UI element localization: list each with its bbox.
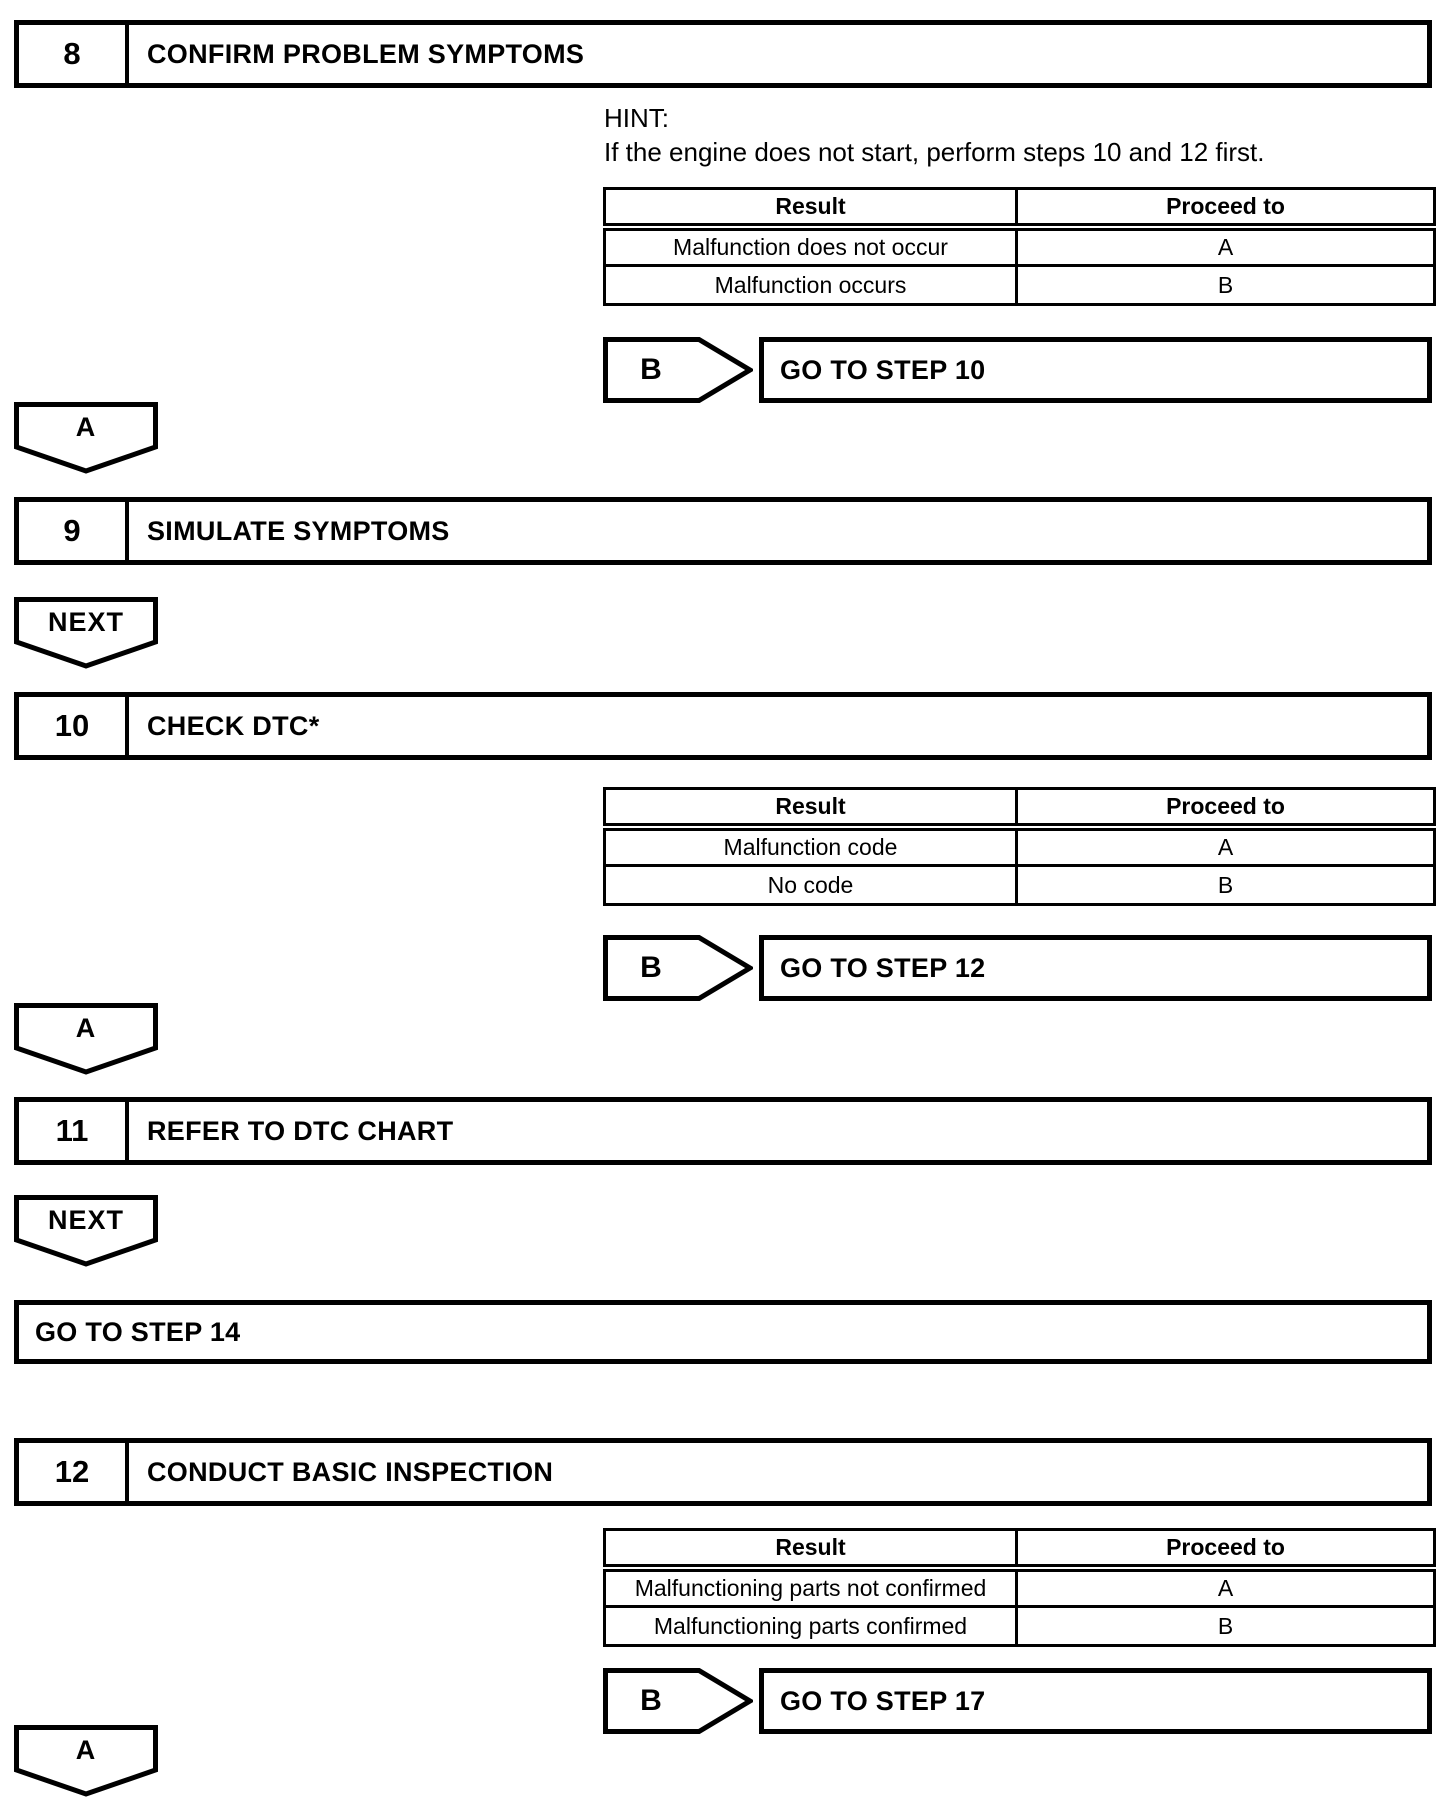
- connector-a: A: [14, 402, 158, 474]
- branch-letter: B: [640, 951, 662, 984]
- proceed-cell: B: [1015, 264, 1436, 306]
- connector-label: A: [75, 411, 97, 442]
- step-number: 10: [19, 697, 129, 755]
- down-pentagon-icon: [14, 1725, 158, 1797]
- down-pentagon-icon: [14, 402, 158, 474]
- result-column-header: Result: [603, 787, 1018, 831]
- proceed-column-header: Proceed to: [1015, 187, 1436, 231]
- connector-label: A: [75, 1012, 97, 1043]
- result-cell: Malfunction code: [603, 825, 1018, 867]
- branch-b-arrow-icon: [603, 337, 753, 403]
- connector-label: NEXT: [47, 606, 124, 637]
- table-header-row: Result Proceed to: [603, 787, 1436, 831]
- connector-a: A: [14, 1725, 158, 1797]
- result-table-step-12: Result Proceed to Malfunctioning parts n…: [603, 1528, 1436, 1647]
- step-title: REFER TO DTC CHART: [147, 1115, 454, 1146]
- step-number: 12: [19, 1443, 129, 1501]
- branch-b-arrow-icon: [603, 935, 753, 1001]
- step-number: 11: [19, 1102, 129, 1160]
- branch-letter: B: [640, 353, 662, 386]
- result-column-header: Result: [603, 187, 1018, 231]
- result-column-header: Result: [603, 1528, 1018, 1572]
- proceed-column-header: Proceed to: [1015, 787, 1436, 831]
- step-number: 8: [19, 25, 129, 83]
- step-title: SIMULATE SYMPTOMS: [147, 515, 450, 546]
- table-row: Malfunction code A: [603, 825, 1436, 867]
- down-pentagon-icon: [14, 597, 158, 669]
- branch-row-b-step-12: B GO TO STEP 12: [0, 935, 1456, 1001]
- proceed-cell: B: [1015, 1605, 1436, 1647]
- connector-label: A: [75, 1734, 97, 1765]
- hint-block: HINT: If the engine does not start, perf…: [604, 101, 1265, 169]
- connector-label: NEXT: [47, 1204, 124, 1235]
- step-8-header: 8 CONFIRM PROBLEM SYMPTOMS: [14, 20, 1432, 88]
- step-12-header: 12 CONDUCT BASIC INSPECTION: [14, 1438, 1432, 1506]
- connector-a: A: [14, 1003, 158, 1075]
- connector-next: NEXT: [14, 597, 158, 669]
- proceed-cell: A: [1015, 225, 1436, 267]
- result-cell: No code: [603, 864, 1018, 906]
- connector-next: NEXT: [14, 1195, 158, 1267]
- step-title: CONDUCT BASIC INSPECTION: [147, 1456, 554, 1487]
- result-table-step-8: Result Proceed to Malfunction does not o…: [603, 187, 1436, 306]
- table-row: Malfunctioning parts not confirmed A: [603, 1566, 1436, 1608]
- branch-letter: B: [640, 1684, 662, 1717]
- table-row: No code B: [603, 864, 1436, 906]
- table-header-row: Result Proceed to: [603, 1528, 1436, 1572]
- proceed-cell: A: [1015, 825, 1436, 867]
- down-pentagon-icon: [14, 1003, 158, 1075]
- result-cell: Malfunctioning parts not confirmed: [603, 1566, 1018, 1608]
- step-number: 9: [19, 502, 129, 560]
- proceed-cell: B: [1015, 864, 1436, 906]
- table-row: Malfunctioning parts confirmed B: [603, 1605, 1436, 1647]
- step-10-header: 10 CHECK DTC*: [14, 692, 1432, 760]
- result-cell: Malfunction does not occur: [603, 225, 1018, 267]
- branch-row-b-step-17: B GO TO STEP 17: [0, 1668, 1456, 1734]
- branch-row-b-step-10: B GO TO STEP 10: [0, 337, 1456, 403]
- table-row: Malfunction does not occur A: [603, 225, 1436, 267]
- result-table-step-10: Result Proceed to Malfunction code A No …: [603, 787, 1436, 906]
- table-header-row: Result Proceed to: [603, 187, 1436, 231]
- table-row: Malfunction occurs B: [603, 264, 1436, 306]
- goto-step-14-box: GO TO STEP 14: [14, 1300, 1432, 1364]
- result-cell: Malfunction occurs: [603, 264, 1018, 306]
- step-title: CONFIRM PROBLEM SYMPTOMS: [147, 38, 585, 69]
- down-pentagon-icon: [14, 1195, 158, 1267]
- goto-step-10-box: GO TO STEP 10: [759, 337, 1432, 403]
- goto-step-12-box: GO TO STEP 12: [759, 935, 1432, 1001]
- step-title: CHECK DTC*: [147, 710, 320, 741]
- proceed-cell: A: [1015, 1566, 1436, 1608]
- hint-label: HINT:: [604, 103, 669, 133]
- hint-text: If the engine does not start, perform st…: [604, 137, 1265, 167]
- result-cell: Malfunctioning parts confirmed: [603, 1605, 1018, 1647]
- goto-step-17-box: GO TO STEP 17: [759, 1668, 1432, 1734]
- step-9-header: 9 SIMULATE SYMPTOMS: [14, 497, 1432, 565]
- proceed-column-header: Proceed to: [1015, 1528, 1436, 1572]
- step-11-header: 11 REFER TO DTC CHART: [14, 1097, 1432, 1165]
- branch-b-arrow-icon: [603, 1668, 753, 1734]
